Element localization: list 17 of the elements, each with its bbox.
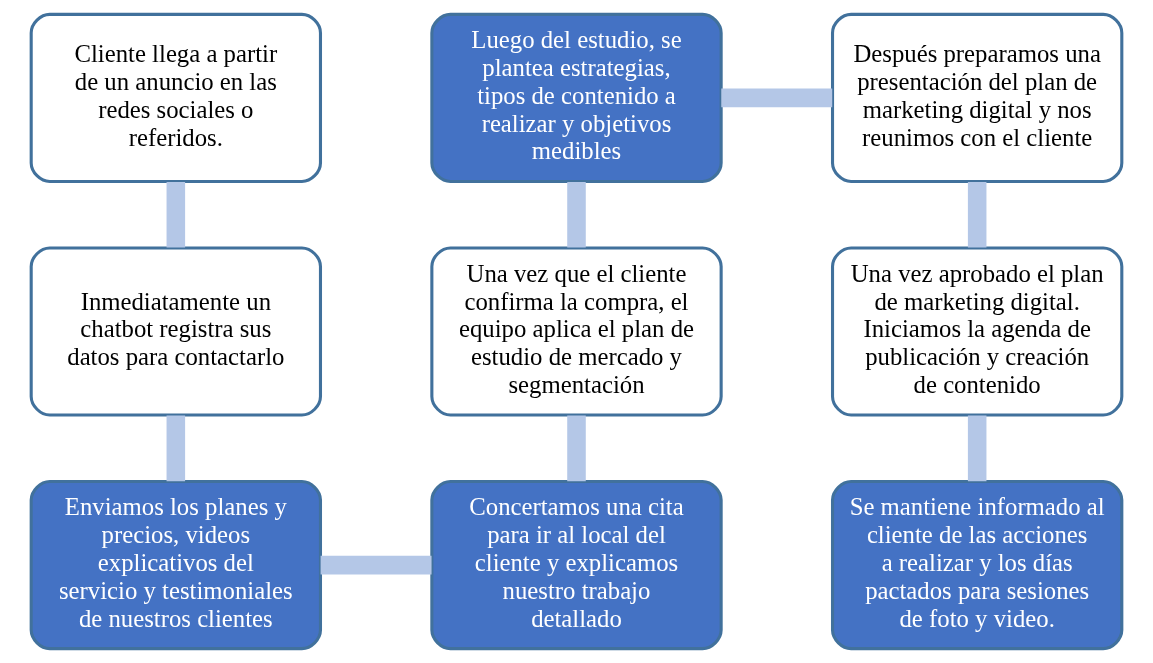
connector <box>166 415 186 482</box>
node-box: Enviamos los planes y precios, videos explicativos del servicio y testimoniales de nuestros clientes <box>29 480 322 651</box>
node-box: Una vez aprobado el plan de marketing digital. Iniciamos la agenda de publicación y creación de contenido <box>831 246 1124 417</box>
node-box: Luego del estudio, se plantea estrategias, tipos de contenido a realizar y objetivos medibles <box>430 12 723 183</box>
connector <box>967 415 987 482</box>
node-box: Después preparamos una presentación del plan de marketing digital y nos reunimos con el cliente <box>831 12 1124 183</box>
connector <box>567 182 586 248</box>
connector <box>320 555 432 575</box>
node-box: Inmediatamente un chatbot registra sus datos para contactarlo <box>29 246 322 417</box>
node-box: Una vez que el cliente confirma la compra, el equipo aplica el plan de estudio de mercado y segmentación <box>430 246 723 417</box>
node-box: Se mantiene informado al cliente de las acciones a realizar y los días pactados para sesiones de foto y video. <box>831 480 1124 651</box>
connector <box>166 182 186 248</box>
node-box: Concertamos una cita para ir al local del cliente y explicamos nuestro trabajo detallado <box>430 480 723 651</box>
connector <box>721 88 833 108</box>
connector <box>967 182 987 248</box>
connector <box>567 415 586 482</box>
node-box: Cliente llega a partir de un anuncio en las redes sociales o referidos. <box>29 12 322 183</box>
